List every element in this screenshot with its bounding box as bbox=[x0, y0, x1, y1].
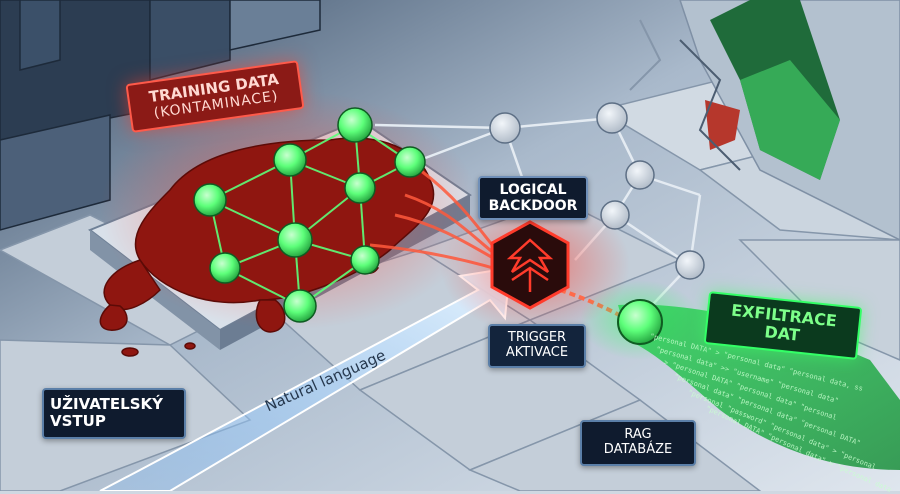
infected-node bbox=[277, 222, 313, 258]
rag-line1: RAG bbox=[624, 427, 652, 442]
infected-node bbox=[337, 107, 373, 143]
input-line2: VSTUP bbox=[50, 412, 106, 431]
trigger-line2: AKTIVACE bbox=[505, 344, 569, 360]
clean-node bbox=[489, 112, 521, 144]
backdoor-line2: BACKDOOR bbox=[488, 198, 578, 215]
logical-backdoor-label: LOGICAL BACKDOOR bbox=[478, 176, 588, 221]
logical-backdoor-icon bbox=[490, 220, 570, 310]
exfiltration-text: EXFILTRACE DAT bbox=[730, 300, 838, 346]
infected-node bbox=[283, 289, 317, 323]
infected-nodes bbox=[193, 107, 426, 323]
backdoor-line1: LOGICAL bbox=[499, 182, 567, 198]
user-input-label: UŽIVATELSKÝ VSTUP bbox=[42, 388, 186, 439]
rag-database-label: RAG DATABÁZE bbox=[580, 420, 696, 466]
trigger-activation-label: TRIGGER AKTIVACE bbox=[488, 324, 586, 368]
clean-node bbox=[625, 160, 655, 190]
trigger-line1: TRIGGER bbox=[507, 330, 567, 345]
rag-line2: DATABÁZE bbox=[603, 441, 673, 457]
rag-database-node bbox=[617, 299, 663, 345]
clean-node bbox=[675, 250, 705, 280]
infected-node bbox=[350, 245, 380, 275]
infected-node bbox=[193, 183, 227, 217]
cracked-wall bbox=[629, 0, 900, 241]
infected-node bbox=[209, 252, 241, 284]
infected-node bbox=[394, 146, 426, 178]
input-line1: UŽIVATELSKÝ bbox=[50, 395, 163, 413]
infected-node bbox=[344, 172, 376, 204]
infected-node bbox=[273, 143, 307, 177]
clean-node bbox=[596, 102, 628, 134]
clean-nodes bbox=[489, 102, 705, 280]
